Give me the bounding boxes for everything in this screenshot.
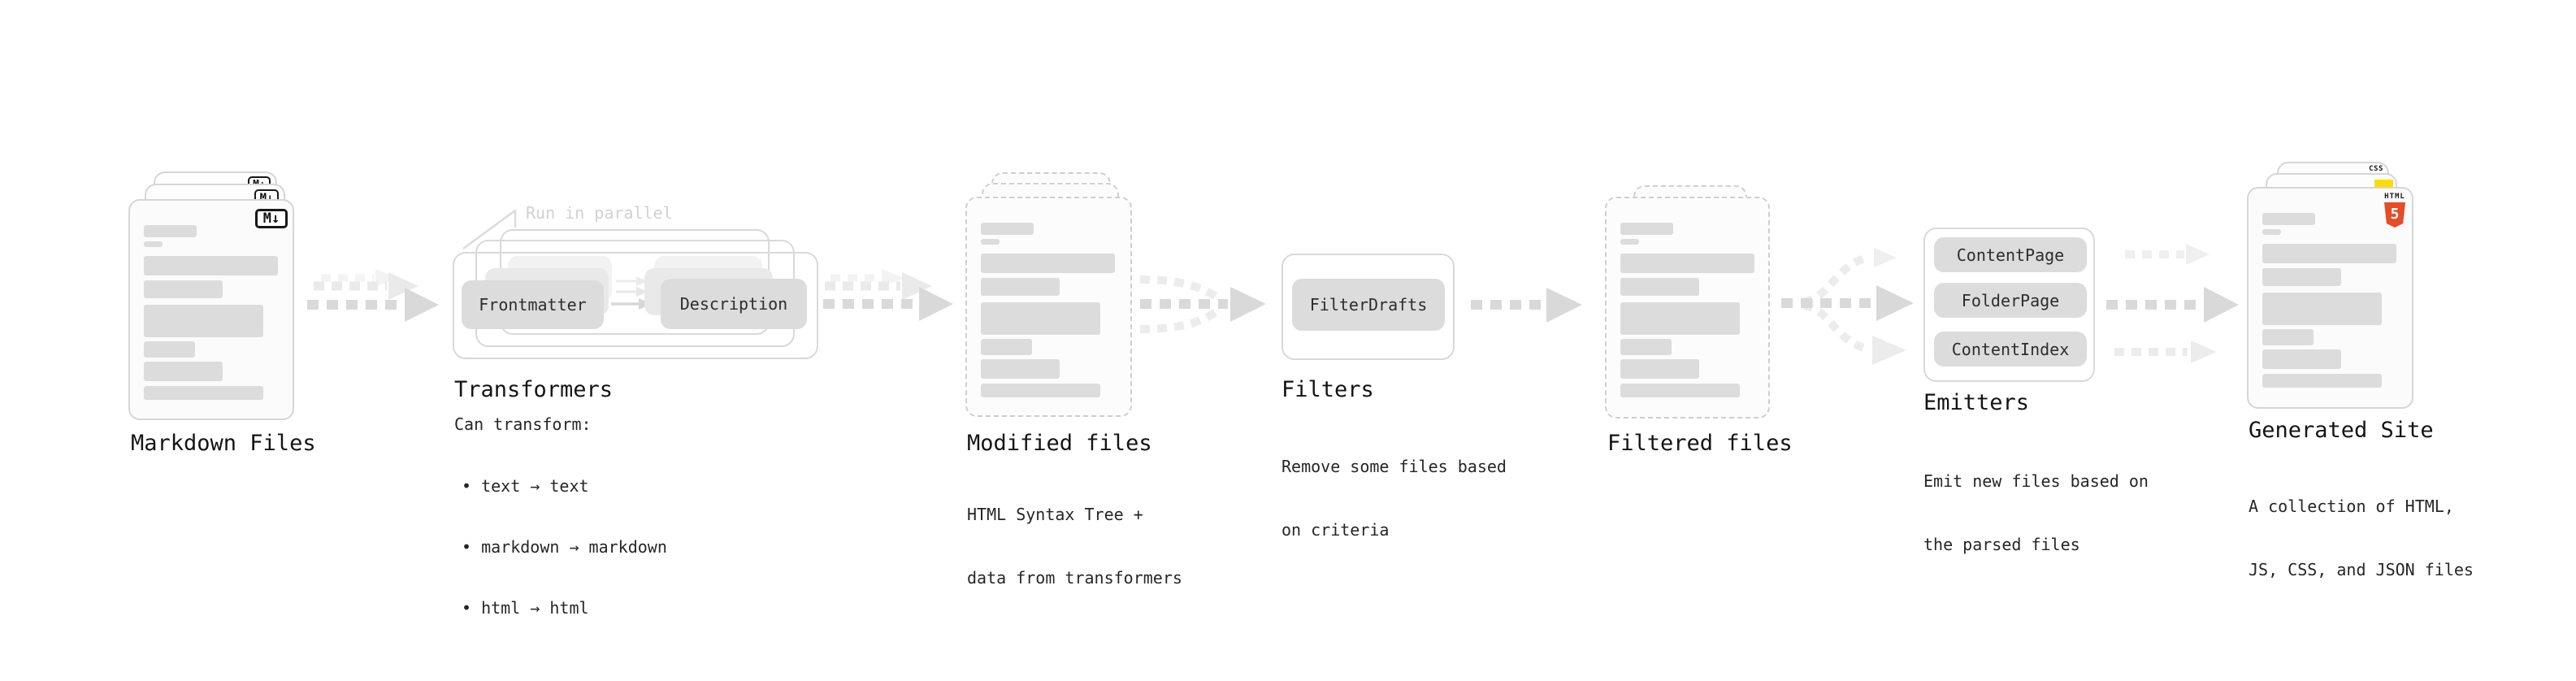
text-line-placeholder bbox=[144, 225, 197, 237]
filters-description: Remove some files based on criteria bbox=[1281, 414, 1507, 583]
stage-title-filters: Filters bbox=[1281, 377, 1374, 402]
emitters-description: Emit new files based on the parsed files bbox=[1923, 428, 2149, 597]
arrow-filtered-to-emitters bbox=[1781, 248, 1914, 365]
description-line: Emit new files based on bbox=[1923, 471, 2149, 491]
markdown-icon: M↓ bbox=[255, 209, 288, 228]
description-line: the parsed files bbox=[1923, 535, 2080, 554]
description-line: JS, CSS, and JSON files bbox=[2249, 560, 2474, 579]
text-line-placeholder bbox=[144, 256, 278, 275]
text-line-placeholder bbox=[144, 362, 223, 381]
text-line-placeholder bbox=[2262, 244, 2396, 263]
html5-icon: HTML 5 bbox=[2384, 193, 2405, 228]
text-line-placeholder bbox=[981, 278, 1060, 296]
text-line-placeholder bbox=[2262, 268, 2341, 286]
html5-icon-shield: 5 bbox=[2384, 202, 2405, 228]
text-line-placeholder bbox=[981, 359, 1060, 379]
text-line-placeholder bbox=[981, 384, 1100, 397]
stage-title-transformers: Transformers bbox=[454, 377, 614, 402]
text-line-placeholder bbox=[2262, 293, 2382, 325]
text-line-placeholder bbox=[981, 239, 1000, 245]
text-line-placeholder bbox=[1620, 254, 1754, 273]
description-pill: Description bbox=[661, 279, 807, 329]
text-line-placeholder bbox=[144, 280, 223, 298]
description-line: HTML Syntax Tree + bbox=[967, 505, 1143, 524]
run-parallel-annotation: Run in parallel bbox=[526, 203, 673, 223]
markdown-file-card-front: M↓ bbox=[128, 199, 294, 420]
description-line: A collection of HTML, bbox=[2249, 497, 2454, 516]
text-line-placeholder bbox=[2262, 349, 2341, 369]
filters-box bbox=[1281, 254, 1455, 360]
capability-item: • text → text bbox=[462, 476, 589, 496]
text-line-placeholder bbox=[1620, 278, 1699, 296]
css-icon-label: CSS bbox=[2369, 165, 2383, 173]
run-parallel-callout-line bbox=[462, 208, 517, 250]
modified-files-description: HTML Syntax Tree + data from transformer… bbox=[967, 462, 1182, 631]
stage-title-filtered-files: Filtered files bbox=[1607, 431, 1793, 456]
arrow-filters-to-filtered bbox=[1471, 288, 1582, 323]
stage-title-generated-site: Generated Site bbox=[2249, 418, 2434, 443]
transformer-box-front bbox=[453, 252, 818, 359]
text-line-placeholder bbox=[2262, 213, 2315, 225]
frontmatter-pill: Frontmatter bbox=[462, 280, 604, 329]
arrow-transformers-to-modified bbox=[823, 269, 953, 321]
stage-title-markdown-files: Markdown Files bbox=[131, 431, 316, 456]
text-line-placeholder bbox=[1620, 339, 1672, 355]
transformers-description-heading: Can transform: bbox=[454, 414, 592, 434]
emitters-box bbox=[1923, 228, 2095, 382]
filtered-file-card-front bbox=[1605, 197, 1770, 419]
modified-file-card-front bbox=[965, 197, 1132, 417]
arrow-modified-to-filters bbox=[1139, 275, 1266, 333]
folderpage-pill: FolderPage bbox=[1934, 283, 2087, 318]
html5-icon-number: 5 bbox=[2390, 205, 2400, 223]
text-line-placeholder bbox=[144, 305, 263, 337]
capability-item: • markdown → markdown bbox=[462, 537, 667, 557]
html5-icon-label: HTML bbox=[2384, 193, 2405, 201]
description-line: on criteria bbox=[1281, 520, 1390, 540]
text-line-placeholder bbox=[981, 339, 1032, 355]
text-line-placeholder bbox=[981, 223, 1034, 235]
text-line-placeholder bbox=[1620, 223, 1673, 235]
generated-site-description: A collection of HTML, JS, CSS, and JSON … bbox=[2249, 453, 2474, 622]
stage-title-emitters: Emitters bbox=[1923, 390, 2030, 415]
text-line-placeholder bbox=[1620, 239, 1639, 245]
text-line-placeholder bbox=[1620, 359, 1699, 379]
generated-file-card-front: HTML 5 bbox=[2247, 187, 2413, 409]
description-line: Remove some files based bbox=[1281, 457, 1507, 476]
text-line-placeholder bbox=[144, 241, 163, 247]
description-line: data from transformers bbox=[967, 568, 1182, 588]
text-line-placeholder bbox=[1620, 384, 1740, 397]
capability-item: • html → html bbox=[462, 598, 589, 618]
contentindex-pill: ContentIndex bbox=[1934, 332, 2087, 367]
text-line-placeholder bbox=[144, 386, 263, 400]
text-line-placeholder bbox=[981, 254, 1115, 273]
text-line-placeholder bbox=[1620, 302, 1740, 335]
text-line-placeholder bbox=[2262, 329, 2314, 345]
contentpage-pill: ContentPage bbox=[1934, 237, 2087, 272]
text-line-placeholder bbox=[144, 341, 195, 358]
filterdrafts-pill: FilterDrafts bbox=[1292, 279, 1445, 331]
text-line-placeholder bbox=[2262, 374, 2382, 388]
transformers-capability-list: • text → text • markdown → markdown • ht… bbox=[462, 436, 667, 659]
stage-title-modified-files: Modified files bbox=[967, 431, 1152, 456]
text-line-placeholder bbox=[2262, 229, 2281, 235]
arrow-emitters-to-generated bbox=[2106, 244, 2239, 363]
text-line-placeholder bbox=[981, 302, 1100, 335]
arrow-markdown-to-transformers bbox=[307, 269, 439, 322]
